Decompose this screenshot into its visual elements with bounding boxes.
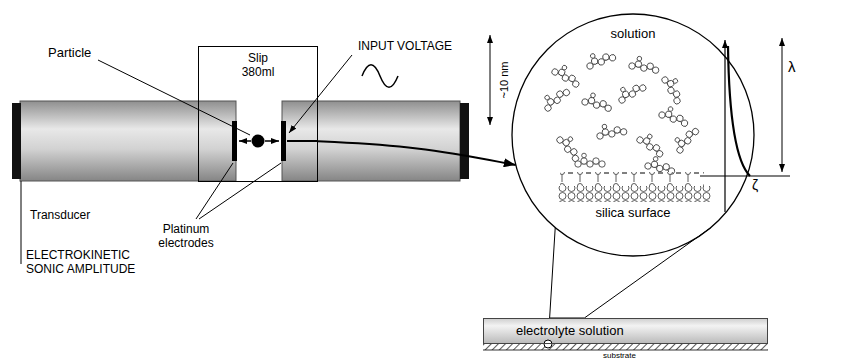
motion-arrow bbox=[265, 140, 279, 142]
transducer-left bbox=[12, 101, 236, 181]
part-label: Platinum electrodes bbox=[150, 222, 222, 251]
magnifier-circle: solution silica surface bbox=[511, 13, 755, 257]
transducer-right bbox=[282, 101, 469, 181]
part-label: substrate bbox=[603, 351, 636, 361]
symbol-label: λ bbox=[788, 58, 796, 76]
circle-outline bbox=[511, 13, 755, 257]
surface-charges bbox=[560, 172, 704, 186]
part-label: Platinum electrodes bbox=[150, 222, 222, 251]
symbol-label: ζ bbox=[752, 177, 758, 194]
zoom-spot bbox=[544, 340, 552, 348]
surface-axis bbox=[700, 175, 790, 176]
part-label: Transducer bbox=[30, 208, 90, 222]
part-label: Particle bbox=[48, 45, 91, 61]
part-label: Particle bbox=[48, 45, 91, 61]
motion-arrow bbox=[239, 140, 251, 142]
signal-label: INPUT VOLTAGE bbox=[358, 39, 452, 53]
electrolyte-layer: electrolyte solution bbox=[483, 318, 768, 344]
dimension-label: ~10 nm bbox=[498, 62, 511, 99]
symbol-label: λ bbox=[788, 58, 796, 76]
node-text: Slip 380ml bbox=[236, 51, 280, 80]
symbol-label: ζ bbox=[752, 177, 758, 194]
part-label: substrate bbox=[603, 351, 636, 361]
signal-line bbox=[21, 181, 22, 264]
electrode-plate bbox=[281, 121, 286, 161]
node-text: solution bbox=[511, 26, 755, 42]
signal-label: ELECTROKINETIC SONIC AMPLITUDE bbox=[26, 248, 151, 277]
sample-cell: Slip 380ml bbox=[198, 46, 318, 182]
silica-lattice bbox=[558, 186, 711, 202]
signal-label: ELECTROKINETIC SONIC AMPLITUDE bbox=[26, 248, 151, 277]
node-text: silica surface bbox=[511, 205, 755, 221]
part-label: Transducer bbox=[30, 208, 90, 222]
potential-axis bbox=[724, 40, 725, 212]
dimension-label: ~10 nm bbox=[498, 62, 511, 99]
leader-line bbox=[98, 60, 250, 135]
substrate-hatch bbox=[483, 344, 768, 350]
node-text: electrolyte solution bbox=[484, 323, 767, 339]
substrate-edge bbox=[483, 350, 768, 351]
leader-line bbox=[196, 163, 233, 219]
leader-arrow bbox=[289, 55, 352, 133]
dimension-arrow bbox=[490, 35, 491, 125]
sine-symbol bbox=[362, 65, 398, 88]
leader-line bbox=[199, 163, 281, 219]
connector bbox=[318, 141, 516, 165]
cell-gap bbox=[237, 101, 281, 181]
zoom-arrow-start bbox=[287, 140, 318, 142]
electrolyte-fill bbox=[483, 318, 768, 344]
molecule-chains bbox=[539, 47, 700, 175]
debye-length-arrow bbox=[782, 38, 783, 172]
signal-label: INPUT VOLTAGE bbox=[358, 39, 452, 53]
circle-outline bbox=[512, 14, 754, 256]
particle-dot bbox=[252, 135, 265, 148]
